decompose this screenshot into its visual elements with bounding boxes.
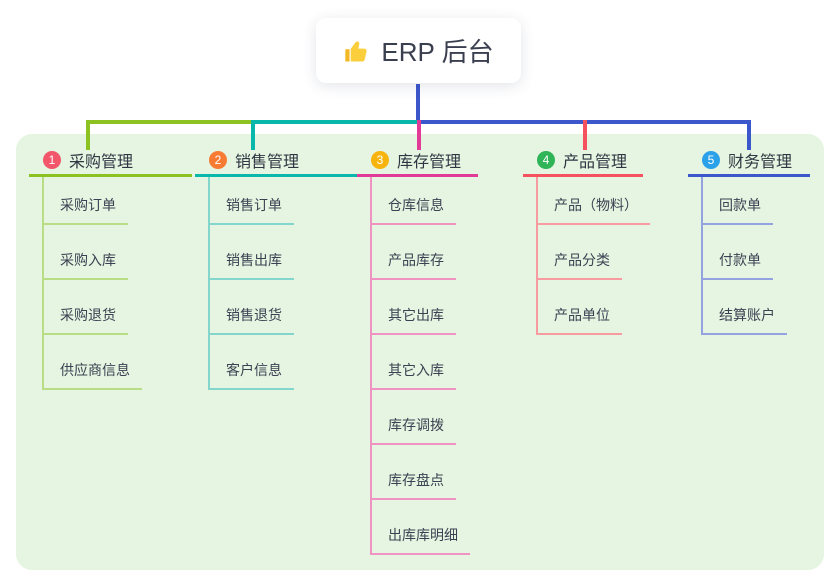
- node-row: 采购订单: [44, 177, 192, 225]
- branch-label: 销售管理: [235, 154, 300, 171]
- branch-label: 财务管理: [728, 154, 793, 171]
- badge-3: 3: [371, 151, 389, 169]
- node-product-material[interactable]: 产品（物料）: [538, 195, 650, 225]
- branch-purchase: 1 采购管理 采购订单 采购入库 采购退货 供应商信息: [29, 146, 192, 390]
- node-row: 其它出库: [372, 280, 478, 335]
- badge-4: 4: [537, 151, 555, 169]
- branch-inventory: 3 库存管理 仓库信息 产品库存 其它出库 其它入库 库存调拨 库存盘点 出库库…: [357, 146, 478, 555]
- branch-finance: 5 财务管理 回款单 付款单 结算账户: [688, 146, 810, 335]
- badge-1: 1: [43, 151, 61, 169]
- branch-children: 仓库信息 产品库存 其它出库 其它入库 库存调拨 库存盘点 出库库明细: [370, 177, 478, 555]
- branch-label: 采购管理: [69, 154, 134, 171]
- node-row: 采购退货: [44, 280, 192, 335]
- thumbs-up-icon: [345, 41, 368, 61]
- node-warehouse-info[interactable]: 仓库信息: [372, 195, 456, 225]
- node-row: 库存调拨: [372, 390, 478, 445]
- node-row: 产品（物料）: [538, 177, 650, 225]
- node-purchase-inbound[interactable]: 采购入库: [44, 250, 128, 280]
- node-row: 付款单: [703, 225, 810, 280]
- branch-product: 4 产品管理 产品（物料） 产品分类 产品单位: [523, 146, 650, 335]
- node-row: 产品单位: [538, 280, 650, 335]
- branch-title-finance[interactable]: 5 财务管理: [688, 146, 810, 177]
- node-row: 供应商信息: [44, 335, 192, 390]
- node-stock-count[interactable]: 库存盘点: [372, 470, 456, 500]
- node-outbound-detail[interactable]: 出库库明细: [372, 525, 470, 555]
- node-row: 库存盘点: [372, 445, 478, 500]
- branch-children: 产品（物料） 产品分类 产品单位: [536, 177, 650, 335]
- node-product-category[interactable]: 产品分类: [538, 250, 622, 280]
- branch-title-inventory[interactable]: 3 库存管理: [357, 146, 478, 177]
- branches-background-panel: [16, 134, 824, 570]
- node-sales-outbound[interactable]: 销售出库: [210, 250, 294, 280]
- node-settlement-account[interactable]: 结算账户: [703, 305, 787, 335]
- node-payment-bill[interactable]: 付款单: [703, 250, 773, 280]
- node-row: 客户信息: [210, 335, 363, 390]
- node-purchase-order[interactable]: 采购订单: [44, 195, 128, 225]
- node-row: 销售退货: [210, 280, 363, 335]
- branch-title-purchase[interactable]: 1 采购管理: [29, 146, 192, 177]
- node-product-stock[interactable]: 产品库存: [372, 250, 456, 280]
- branch-label: 产品管理: [563, 154, 628, 171]
- branch-title-product[interactable]: 4 产品管理: [523, 146, 643, 177]
- node-other-outbound[interactable]: 其它出库: [372, 305, 456, 335]
- node-row: 采购入库: [44, 225, 192, 280]
- node-purchase-return[interactable]: 采购退货: [44, 305, 128, 335]
- node-sales-return[interactable]: 销售退货: [210, 305, 294, 335]
- node-customer-info[interactable]: 客户信息: [210, 360, 294, 390]
- branch-children: 采购订单 采购入库 采购退货 供应商信息: [42, 177, 192, 390]
- node-row: 回款单: [703, 177, 810, 225]
- node-other-inbound[interactable]: 其它入库: [372, 360, 456, 390]
- node-row: 产品分类: [538, 225, 650, 280]
- node-row: 出库库明细: [372, 500, 478, 555]
- node-row: 仓库信息: [372, 177, 478, 225]
- branch-children: 回款单 付款单 结算账户: [701, 177, 810, 335]
- node-row: 销售订单: [210, 177, 363, 225]
- node-row: 其它入库: [372, 335, 478, 390]
- node-row: 结算账户: [703, 280, 810, 335]
- badge-5: 5: [702, 151, 720, 169]
- node-supplier-info[interactable]: 供应商信息: [44, 360, 142, 390]
- node-row: 销售出库: [210, 225, 363, 280]
- node-sales-order[interactable]: 销售订单: [210, 195, 294, 225]
- badge-2: 2: [209, 151, 227, 169]
- node-receipt-bill[interactable]: 回款单: [703, 195, 773, 225]
- node-stock-transfer[interactable]: 库存调拨: [372, 415, 456, 445]
- root-node-erp[interactable]: ERP 后台: [316, 18, 521, 83]
- branch-title-sales[interactable]: 2 销售管理: [195, 146, 363, 177]
- branch-children: 销售订单 销售出库 销售退货 客户信息: [208, 177, 363, 390]
- node-product-unit[interactable]: 产品单位: [538, 305, 622, 335]
- branch-sales: 2 销售管理 销售订单 销售出库 销售退货 客户信息: [195, 146, 363, 390]
- root-title: ERP 后台: [381, 37, 494, 67]
- node-row: 产品库存: [372, 225, 478, 280]
- branch-label: 库存管理: [397, 154, 462, 171]
